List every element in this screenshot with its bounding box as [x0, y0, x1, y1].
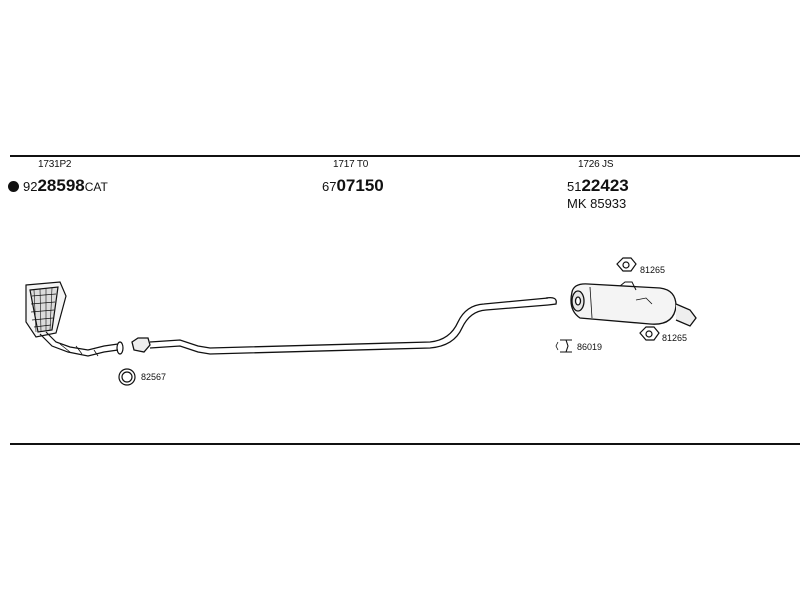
- clamp-part-number[interactable]: 86019: [577, 342, 603, 352]
- bottom-divider: [10, 443, 800, 445]
- rear-part-main-number: 22423: [581, 176, 629, 195]
- middle-part-number[interactable]: 6707150: [322, 176, 384, 196]
- rubber-mount-top-part-number[interactable]: 81265: [640, 265, 666, 275]
- clamp-icon[interactable]: [555, 339, 572, 353]
- middle-part-main-number: 07150: [336, 176, 384, 195]
- front-part-number[interactable]: 9228598CAT: [8, 176, 108, 196]
- rubber-mount-top-icon[interactable]: [616, 257, 637, 272]
- middle-part-code: 1717 T0: [333, 159, 369, 170]
- included-marker-icon: [8, 181, 19, 192]
- front-part-prefix: 92: [23, 179, 38, 194]
- gasket-part-number[interactable]: 82567: [141, 372, 167, 382]
- front-part-main-number: 28598: [37, 176, 85, 195]
- top-divider: [10, 155, 800, 157]
- front-part-code: 1731P2: [38, 159, 72, 170]
- middle-part-prefix: 67: [322, 179, 337, 194]
- rubber-mount-bottom-part-number[interactable]: 81265: [662, 333, 688, 343]
- middle-pipe-icon[interactable]: [131, 296, 557, 355]
- rear-kit-number[interactable]: MK 85933: [567, 196, 627, 211]
- rear-part-prefix: 51: [567, 179, 582, 194]
- rear-muffler-icon[interactable]: [570, 281, 697, 327]
- rear-part-number[interactable]: 5122423: [567, 176, 629, 196]
- catalytic-converter-icon[interactable]: [25, 281, 124, 357]
- gasket-ring-icon[interactable]: [118, 368, 136, 386]
- front-part-suffix: CAT: [84, 180, 108, 194]
- rubber-mount-bottom-icon[interactable]: [639, 326, 660, 341]
- rear-part-code: 1726 JS: [578, 159, 614, 170]
